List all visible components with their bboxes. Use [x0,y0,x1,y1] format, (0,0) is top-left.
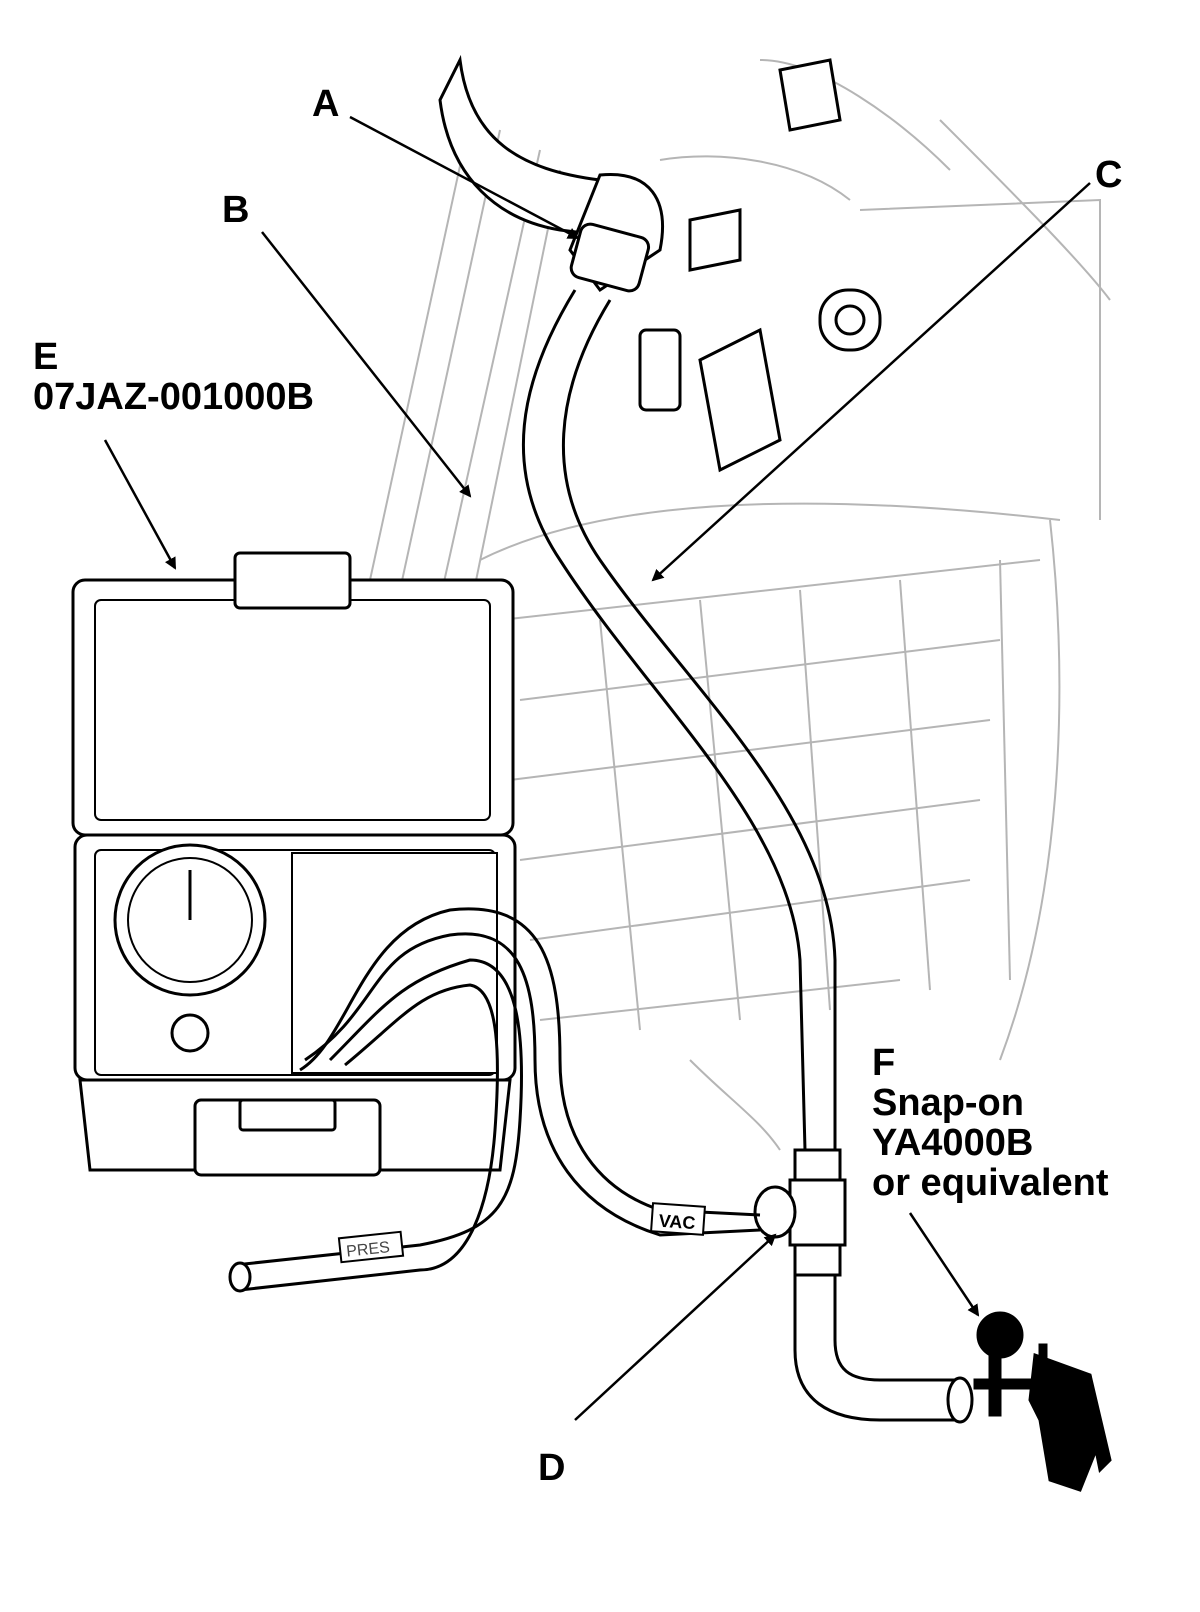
pres-hose-label: PRES [346,1239,391,1260]
vacuum-pump [973,1311,1112,1492]
callout-c: C [1095,155,1122,195]
tester-case [71,551,517,1177]
vac-hose-label: VAC [658,1211,696,1234]
callout-f-letter: F [872,1042,896,1084]
tester-hoses [234,907,761,1292]
callout-b: B [222,190,249,230]
leader-d [574,1233,777,1421]
callout-d-letter: D [538,1447,566,1489]
hose-label-boxes [337,1202,706,1264]
callout-d: D [538,1448,565,1488]
leader-a [349,115,580,240]
tee-fitting [753,1148,847,1277]
callout-f-line3: or equivalent [872,1162,1109,1204]
pres-hose-end [228,1261,252,1293]
hose-outlet [793,1273,974,1424]
background-structure [369,59,1111,1151]
callout-a: A [312,84,339,124]
leader-lines [103,115,1091,1421]
callout-f: F Snap-on YA4000B or equivalent [872,1043,1109,1203]
callout-b-letter: B [222,189,250,231]
callout-f-line1: Snap-on [872,1082,1024,1124]
callout-e-part-number: 07JAZ-001000B [33,376,314,418]
hose-a [438,54,664,293]
callout-e: E 07JAZ-001000B [33,337,314,417]
leader-c [651,182,1091,582]
leader-b [261,231,472,498]
leader-e [103,439,177,570]
callout-f-line2: YA4000B [872,1122,1034,1164]
callout-e-letter: E [33,336,59,378]
leader-f [908,1212,980,1317]
callout-a-letter: A [312,83,340,125]
callout-c-letter: C [1095,154,1123,196]
hose-c [521,289,837,1151]
canister-components [638,58,882,473]
